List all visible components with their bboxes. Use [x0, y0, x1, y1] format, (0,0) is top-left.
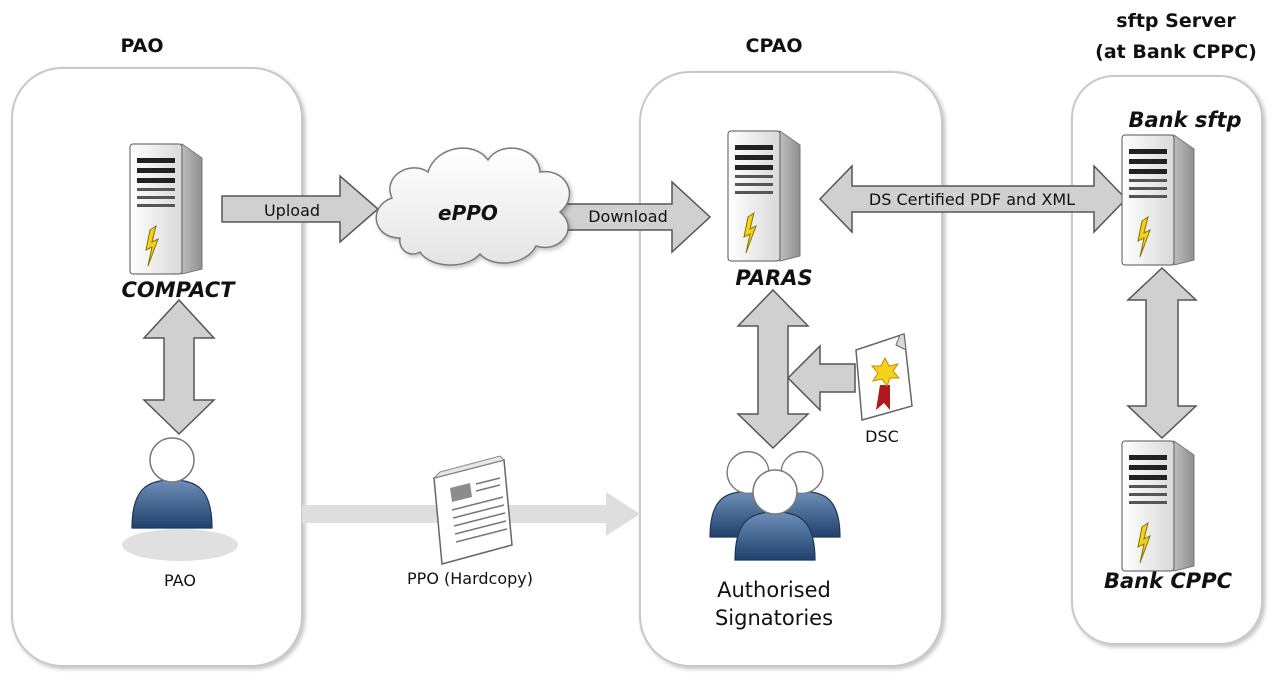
ppo-document-icon [432, 455, 513, 565]
cpao-header: CPAO [746, 35, 803, 57]
bank-sftp-label: Bank sftp [1128, 108, 1241, 132]
pao-user-label: PAO [164, 571, 196, 590]
sftp-header-line1: sftp Server [1116, 10, 1236, 32]
upload-label: Upload [264, 201, 320, 220]
signatories-label-line1: Authorised [717, 578, 831, 602]
paras-label: PARAS [735, 266, 812, 290]
bank-sftp-cppc-arrow [1126, 266, 1198, 440]
dsc-label: DSC [865, 427, 899, 446]
download-arrow [555, 180, 712, 254]
ppo-hardcopy-label: PPO (Hardcopy) [407, 569, 533, 588]
upload-arrow [221, 174, 380, 244]
bank-cppc-label: Bank CPPC [1104, 569, 1233, 593]
dsc-certificate-icon [855, 332, 913, 421]
download-label: Download [588, 207, 668, 226]
compact-server-icon [129, 143, 203, 275]
paras-signatories-arrow [736, 288, 810, 450]
bank-sftp-server-icon [1121, 134, 1195, 266]
signatories-label-line2: Signatories [715, 606, 833, 630]
pao-header: PAO [120, 35, 163, 57]
compact-label: COMPACT [122, 278, 237, 302]
sftp-header-line2: (at Bank CPPC) [1095, 41, 1257, 63]
compact-user-arrow [142, 298, 216, 436]
dsc-arrow [786, 344, 856, 412]
eppo-label: ePPO [438, 201, 498, 225]
eppo-cloud [375, 147, 571, 266]
bank-cppc-server-icon [1121, 440, 1195, 572]
ds-certified-label: DS Certified PDF and XML [869, 190, 1075, 209]
pao-user-icon [122, 437, 238, 561]
paras-server-icon [727, 130, 801, 262]
